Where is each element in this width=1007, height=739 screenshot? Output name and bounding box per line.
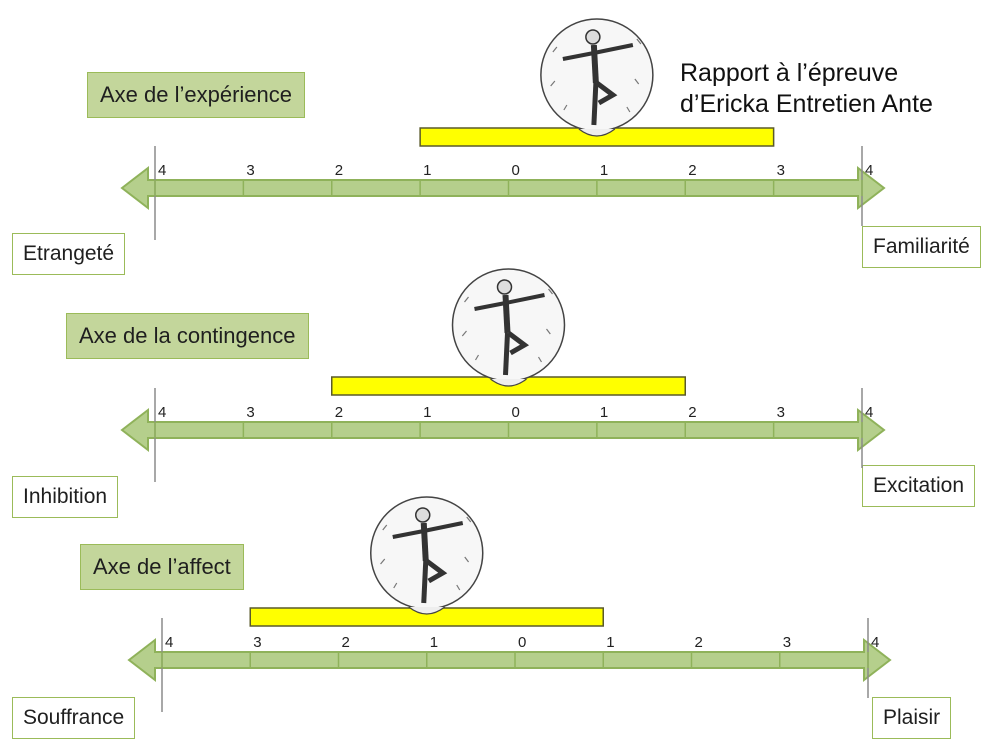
double-arrow-axis (120, 407, 886, 453)
tick-label: 1 (423, 404, 431, 421)
tick-label: 1 (600, 404, 608, 421)
bubble-base (578, 128, 616, 137)
caption: Rapport à l’épreuve d’Ericka Entretien A… (680, 58, 933, 120)
figure-standing-leg (591, 82, 599, 126)
tick-label: 2 (688, 404, 696, 421)
figure-arms (562, 43, 634, 61)
tick-label: 3 (777, 404, 785, 421)
figure-standing-leg (421, 560, 429, 604)
bubble-base (408, 606, 446, 615)
motion-line (382, 524, 388, 531)
figure-arms (474, 293, 545, 311)
figure-head (585, 29, 601, 45)
tick-label: 1 (600, 162, 608, 179)
right-pole-label: Familiarité (862, 226, 981, 268)
axis-svg: 4 3 2 1 0 1 2 3 4 (120, 18, 886, 240)
tick-label: 2 (695, 634, 703, 651)
tick-label: 4 (165, 634, 173, 651)
figure-standing-leg (503, 332, 510, 376)
motion-line (537, 356, 543, 363)
left-pole-label: Souffrance (12, 697, 136, 739)
figure-head (496, 279, 513, 295)
tick-label: 0 (512, 162, 520, 179)
double-arrow-axis (120, 165, 886, 211)
motion-line (634, 78, 640, 85)
right-pole-label: Excitation (862, 465, 976, 507)
tick-label: 4 (871, 634, 879, 651)
tick-label: 4 (158, 404, 166, 421)
axis-title: Axe de l’affect (80, 544, 244, 590)
left-pole-label: Etrangeté (12, 233, 126, 275)
figure-arms (392, 521, 464, 539)
motion-line (464, 296, 469, 303)
dancing-man-in-bubble-icon (540, 18, 654, 137)
tick-label: 1 (423, 162, 431, 179)
tick-label: 4 (158, 162, 166, 179)
tick-label: 2 (335, 162, 343, 179)
motion-line (474, 354, 480, 361)
tick-label: 2 (335, 404, 343, 421)
figure-raised-leg (507, 331, 530, 356)
motion-line (464, 556, 470, 563)
tick-label: 3 (777, 162, 785, 179)
figure-raised-leg (425, 559, 448, 584)
caption-line-2: d’Ericka Entretien Ante (680, 90, 933, 118)
tick-label: 3 (246, 404, 254, 421)
tick-label: 1 (606, 634, 614, 651)
motion-line (563, 104, 568, 111)
left-pole-label: Inhibition (12, 476, 119, 518)
motion-line (380, 558, 386, 565)
motion-line (550, 80, 556, 87)
figure-raised-leg (595, 81, 618, 106)
bubble-base (490, 378, 527, 387)
tick-label: 3 (783, 634, 791, 651)
tick-label: 0 (518, 634, 526, 651)
motion-line (548, 288, 553, 295)
double-arrow-axis (127, 637, 892, 683)
tick-label: 3 (253, 634, 261, 651)
tick-label: 4 (865, 404, 873, 421)
tick-label: 2 (342, 634, 350, 651)
tick-label: 0 (512, 404, 520, 421)
axis-title: Axe de la contingence (66, 313, 309, 359)
motion-line (626, 106, 631, 113)
motion-line (636, 38, 642, 45)
tick-label: 2 (688, 162, 696, 179)
dancing-man-in-bubble-icon (451, 268, 566, 387)
tick-label: 1 (430, 634, 438, 651)
motion-line (546, 328, 551, 335)
tick-label: 3 (246, 162, 254, 179)
motion-line (552, 46, 558, 53)
motion-line (393, 582, 398, 589)
right-pole-label: Plaisir (872, 697, 952, 739)
motion-line (456, 584, 461, 591)
figure-head (415, 507, 431, 523)
dancing-man-in-bubble-icon (370, 496, 484, 615)
tick-label: 4 (865, 162, 873, 179)
motion-line (466, 516, 472, 523)
caption-line-1: Rapport à l’épreuve (680, 59, 899, 87)
axis-title: Axe de l’expérience (87, 72, 306, 118)
motion-line (461, 330, 467, 337)
